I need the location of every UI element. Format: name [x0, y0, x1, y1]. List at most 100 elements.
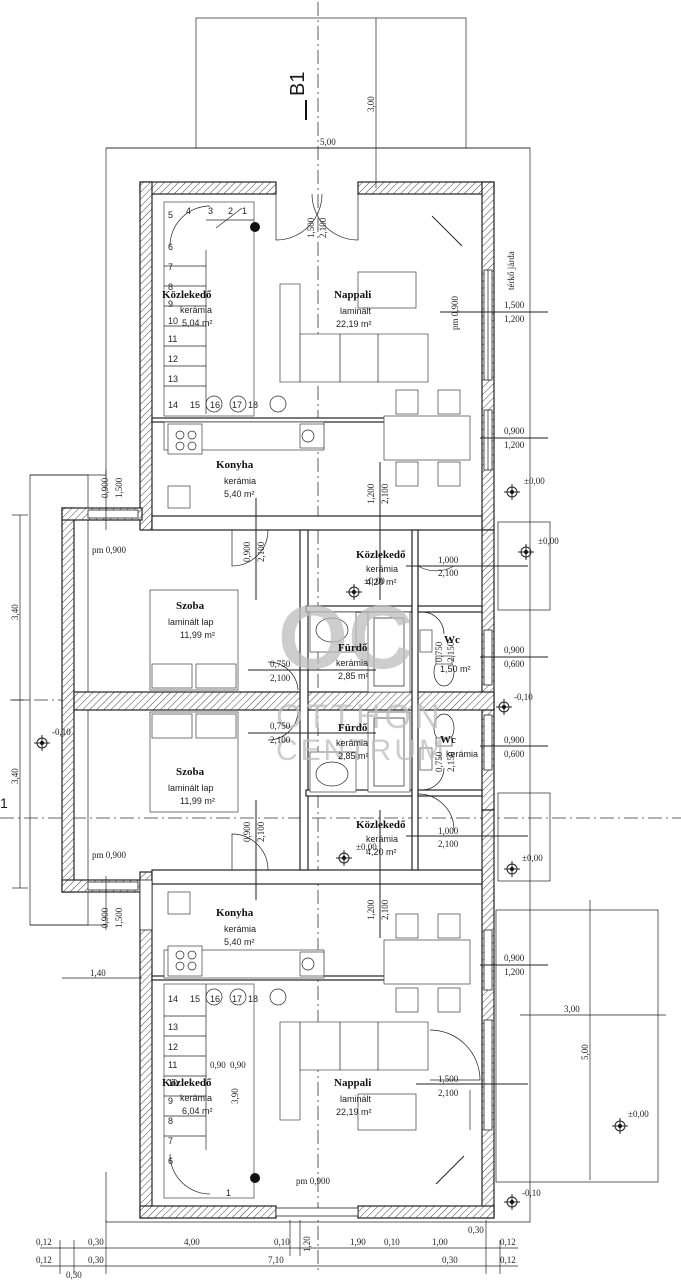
dim-top-width: 5,00: [320, 137, 336, 147]
opening-dim: pm 0,900: [92, 850, 127, 860]
step-number: 11: [168, 334, 177, 344]
room-floor: kerámia: [224, 476, 256, 486]
room-area: 2,85 m²: [338, 751, 369, 761]
step-number: 5: [168, 210, 173, 220]
opening-dim: 1,200: [366, 483, 376, 504]
step-number: 1: [226, 1188, 231, 1198]
dim-bottom: 4,00: [184, 1237, 200, 1247]
dim-bottom: 1,00: [432, 1237, 448, 1247]
step-number: 14: [168, 994, 178, 1004]
opening-dim: 1,200: [504, 967, 525, 977]
opening-dim: 2,100: [270, 673, 291, 683]
dim-bottom: 0,12: [36, 1255, 52, 1265]
opening-dim: 0,900: [100, 477, 110, 498]
section-marker-label: B1: [287, 72, 309, 96]
step-number: 2: [228, 206, 233, 216]
step-number: 8: [168, 282, 173, 292]
room-name: Szoba: [176, 600, 205, 612]
level-text: ±0,00: [538, 536, 559, 546]
furniture: [149, 215, 471, 1185]
dim-bottom: 0,30: [468, 1225, 484, 1235]
opening-dim: pm 0,900: [450, 295, 460, 330]
step-number: 17: [232, 994, 242, 1004]
step-number: 9: [168, 1096, 173, 1106]
room-floor: kerámia: [180, 1093, 212, 1103]
opening-annotations: 1,500 2,100 1,500 1,200 pm 0,900 0,900 1…: [92, 217, 525, 1186]
stairs-upper: [163, 201, 287, 417]
opening-dim: pm 0,900: [296, 1176, 331, 1186]
opening-dim: 0,900: [504, 645, 525, 655]
room-area: 6,04 m²: [182, 1106, 213, 1116]
level-text: -0,10: [52, 727, 71, 737]
stairs-lower: [163, 983, 287, 1199]
opening-dim: 0,750: [270, 659, 291, 669]
room-name: Szoba: [176, 766, 205, 778]
room-floor: kerámia: [336, 658, 368, 668]
opening-dim: 1,200: [504, 314, 525, 324]
room-labels: Nappali laminált 22,19 m² Közlekedő kerá…: [162, 289, 478, 1117]
level-text: -0,10: [514, 692, 533, 702]
opening-dim: 2,100: [438, 839, 459, 849]
opening-dim: 1,500: [306, 217, 316, 238]
room-name: Közlekedő: [356, 549, 406, 561]
step-number: 18: [248, 994, 258, 1004]
opening-dim: 2,100: [256, 541, 266, 562]
dim-left-upper: 3,40: [10, 604, 20, 620]
opening-dim: 2,150: [446, 641, 456, 662]
opening-dim: 0,750: [434, 641, 444, 662]
opening-dim: 0,750: [434, 751, 444, 772]
axis-mark: 1: [0, 795, 8, 811]
room-floor: laminált: [340, 1094, 372, 1104]
dim-bottom: 0,30: [442, 1255, 458, 1265]
step-number: 3: [208, 206, 213, 216]
dim-bottom: 0,10: [274, 1237, 290, 1247]
watermark-line1: OTTHON: [276, 698, 444, 736]
opening-dim: 0,900: [504, 426, 525, 436]
dim-bottom: 0,30: [66, 1270, 82, 1280]
dim-bottom: 0,30: [88, 1237, 104, 1247]
room-floor: kerámia: [224, 924, 256, 934]
step-number: 6: [168, 1156, 173, 1166]
room-area: 22,19 m²: [336, 319, 372, 329]
opening-dim: 2,100: [318, 217, 328, 238]
level-marker: [612, 1118, 628, 1134]
windows: [87, 269, 493, 1217]
opening-dim: 0,900: [242, 821, 252, 842]
room-name: Konyha: [216, 907, 254, 919]
watermark-line2: CENTRUM: [276, 734, 447, 767]
room-floor: kerámia: [366, 834, 398, 844]
step-number: 10: [168, 1078, 178, 1088]
stair-numbers-lower: 14 15 16 17 18 13 12 11 10 9 8 7 6 1: [168, 994, 258, 1198]
opening-dim: 2,100: [256, 821, 266, 842]
room-name: Fürdő: [338, 642, 368, 654]
opening-dim: 1,200: [366, 899, 376, 920]
step-number: 11: [168, 1060, 177, 1070]
opening-dim: 1,000: [438, 826, 459, 836]
opening-dim: 2,150: [446, 751, 456, 772]
room-area: 5,40 m²: [224, 937, 255, 947]
dim-bottom: 1,20: [302, 1236, 312, 1252]
dim-top-depth: 3,00: [366, 96, 376, 112]
opening-dim: 2,100: [438, 568, 459, 578]
step-number: 16: [210, 400, 220, 410]
room-area: 4,20 m²: [366, 847, 397, 857]
watermark: OC OTTHON CENTRUM: [276, 588, 447, 767]
opening-dim: 1,500: [114, 477, 124, 498]
room-area: 11,99 m²: [180, 796, 215, 806]
room-name: Közlekedő: [162, 1077, 212, 1089]
step-number: 15: [190, 400, 200, 410]
dim-bottom: 0,12: [36, 1237, 52, 1247]
opening-dim: pm 0,900: [92, 545, 127, 555]
opening-dim: 1,200: [504, 440, 525, 450]
room-area: 5,40 m²: [224, 489, 255, 499]
step-number: 13: [168, 374, 178, 384]
dimension-lines: [12, 18, 666, 1274]
step-number: 4: [186, 206, 191, 216]
step-number: 15: [190, 994, 200, 1004]
room-name: Wc: [444, 634, 460, 646]
dim-bottom: 0,12: [500, 1255, 516, 1265]
room-name: Nappali: [334, 289, 371, 301]
misc-labels: térkő járda 1: [0, 251, 516, 811]
level-text: -0,10: [522, 1188, 541, 1198]
